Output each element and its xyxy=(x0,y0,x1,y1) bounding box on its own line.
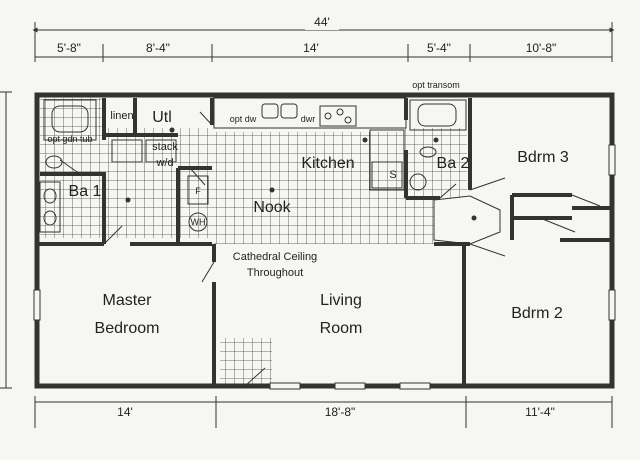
bath2-label: Ba 2 xyxy=(437,155,470,172)
master-bedroom-label-2: Bedroom xyxy=(95,320,160,337)
top-dim-4: 5'-4" xyxy=(427,41,451,55)
bottom-dim-2: 18'-8" xyxy=(325,405,356,419)
s-label: S xyxy=(389,169,396,181)
kitchen-fixtures xyxy=(213,97,407,191)
washer-dryer-label: w/d xyxy=(155,157,173,169)
top-dim-3: 14' xyxy=(303,41,319,55)
water-heater-label: WH xyxy=(191,217,206,227)
top-dim-5: 10'-8" xyxy=(526,41,557,55)
hall xyxy=(433,195,501,245)
top-dim-1: 5'-8" xyxy=(57,41,81,55)
door-swings xyxy=(59,111,601,387)
overall-width-label: 44' xyxy=(314,15,330,29)
bedroom3-label: Bdrm 3 xyxy=(517,149,569,166)
tile-floors xyxy=(40,98,467,386)
living-room-label-2: Room xyxy=(320,320,363,337)
opt-garden-tub-label: opt gdn tub xyxy=(47,134,92,144)
utility-label: Utl xyxy=(152,109,172,126)
cathedral-ceiling-label-1: Cathedral Ceiling xyxy=(233,251,317,263)
top-dim-2: 8'-4" xyxy=(146,41,170,55)
furnace-label: F xyxy=(195,186,201,196)
overall-dimension: 44' xyxy=(32,14,615,62)
opt-dw-label: opt dw xyxy=(230,114,257,124)
top-dimensions: 5'-8" 8'-4" 14' 5'-4" 10'-8" xyxy=(35,41,612,62)
cathedral-ceiling-label-2: Throughout xyxy=(247,267,303,279)
master-bedroom-label-1: Master xyxy=(103,292,153,309)
fixture-labels: linen stack w/d opt dw dwr opt transom F… xyxy=(110,80,459,279)
bath2-fixtures xyxy=(409,99,467,191)
dwr-label: dwr xyxy=(301,114,316,124)
stack-label: stack xyxy=(152,141,178,153)
bottom-dim-3: 11'-4" xyxy=(525,405,555,419)
linen-label: linen xyxy=(110,110,133,122)
interior-walls xyxy=(37,98,612,386)
opt-transom-label: opt transom xyxy=(412,80,460,90)
bath1-label: Ba 1 xyxy=(69,183,102,200)
bedroom2-label: Bdrm 2 xyxy=(511,305,563,322)
bath1-fixtures: opt gdn tub xyxy=(39,99,97,233)
utility-fixtures xyxy=(111,139,209,232)
light-markers xyxy=(125,127,439,203)
nook-label: Nook xyxy=(253,199,291,216)
kitchen-label: Kitchen xyxy=(301,155,354,172)
bottom-dimensions: 14' 18'-8" 11'-4" xyxy=(34,396,613,428)
room-labels: Master Bedroom Living Room Bdrm 2 Bdrm 3… xyxy=(69,109,569,337)
living-room-label-1: Living xyxy=(320,292,362,309)
windows xyxy=(33,144,616,390)
bottom-dim-1: 14' xyxy=(117,405,133,419)
